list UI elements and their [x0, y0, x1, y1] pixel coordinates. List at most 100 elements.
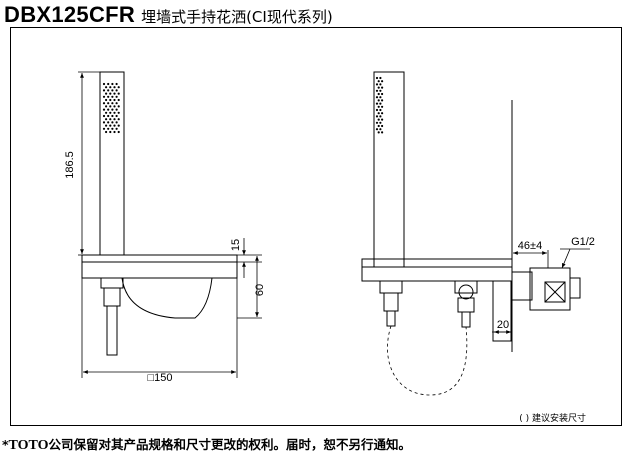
- nozzle-dot: [107, 89, 110, 92]
- nozzle-dot: [111, 95, 114, 98]
- nozzle-dot: [102, 108, 106, 111]
- nozzle-dot: [113, 124, 116, 127]
- nozzle-dot: [109, 86, 112, 89]
- nozzle-dot: [381, 80, 384, 83]
- nozzle-dot: [102, 114, 106, 118]
- nozzle-dot: [115, 95, 118, 98]
- hose-pipe-front: [106, 305, 118, 356]
- nozzle-dot: [113, 111, 116, 114]
- nozzle-dot: [381, 105, 384, 108]
- nozzle-dot: [117, 111, 120, 114]
- side-view: [361, 71, 581, 352]
- nozzle-dot: [115, 108, 118, 111]
- nozzle-dot: [377, 131, 380, 134]
- nozzle-dot: [105, 118, 108, 121]
- nozzle-dot: [379, 76, 382, 80]
- nozzle-dot: [115, 89, 118, 92]
- nozzle-dot: [377, 80, 380, 83]
- nozzle-dot: [105, 130, 108, 134]
- front-view: [81, 71, 238, 356]
- nozzle-dot: [102, 95, 106, 98]
- nozzle-dot: [111, 114, 114, 118]
- nozzle-dot: [375, 102, 379, 105]
- dim-186-5: 186.5: [64, 151, 76, 179]
- drawing-frame: [10, 27, 622, 426]
- nozzle-dot: [379, 83, 382, 86]
- nozzle-dot: [109, 124, 112, 127]
- nozzle-dot: [381, 118, 384, 121]
- nozzle-dot: [109, 111, 112, 114]
- spray-nozzle-side: [375, 76, 384, 134]
- model-number: DBX125CFR: [4, 2, 136, 27]
- nozzle-dot: [375, 96, 379, 99]
- nozzle-dot: [107, 121, 110, 124]
- wall-bracket-front: [81, 254, 238, 279]
- nozzle-dot: [379, 89, 382, 92]
- nozzle-dot: [115, 102, 118, 105]
- product-name: 埋墙式手持花洒(CI现代系列): [141, 8, 333, 26]
- spray-nozzle-dots: [102, 82, 120, 134]
- nozzle-dot: [111, 89, 114, 92]
- nozzle-dot: [377, 124, 380, 128]
- nozzle-dot: [117, 124, 120, 127]
- nozzle-dot: [375, 121, 379, 124]
- nozzle-dot: [113, 98, 116, 102]
- brand-name: TOTO: [8, 438, 49, 453]
- nozzle-dot: [117, 130, 120, 134]
- nozzle-dot: [375, 115, 379, 118]
- nozzle-dot: [102, 89, 106, 92]
- hose-dashed: [387, 325, 468, 396]
- nozzle-dot: [377, 118, 380, 121]
- nozzle-dot: [111, 127, 114, 130]
- nozzle-dot: [377, 112, 380, 115]
- nozzle-dot: [109, 118, 112, 121]
- nozzle-dot: [375, 89, 379, 92]
- nozzle-dot: [117, 98, 120, 102]
- nozzle-dot: [102, 127, 106, 130]
- nozzle-dot: [113, 92, 116, 95]
- nozzle-dot: [375, 76, 379, 80]
- nozzle-dot: [375, 83, 379, 86]
- nozzle-dot: [113, 130, 116, 134]
- nozzle-dot: [113, 86, 116, 89]
- nozzle-dot: [375, 108, 379, 112]
- nozzle-dot: [107, 108, 110, 111]
- dim-150: □150: [148, 372, 173, 384]
- nozzle-dot: [105, 92, 108, 95]
- nozzle-dot: [117, 92, 120, 95]
- hose-outlet-nut: [100, 277, 124, 289]
- nozzle-dot: [115, 121, 118, 124]
- nozzle-dot: [381, 86, 384, 89]
- nozzle-dot: [107, 95, 110, 98]
- nozzle-dot: [105, 124, 108, 127]
- nozzle-dot: [377, 105, 380, 108]
- nozzle-dot: [107, 82, 110, 86]
- nozzle-dot: [379, 102, 382, 105]
- nozzle-dot: [111, 102, 114, 105]
- nozzle-dot: [113, 105, 116, 108]
- nozzle-dot: [115, 82, 118, 86]
- nozzle-dot: [102, 121, 106, 124]
- nozzle-dot: [381, 131, 384, 134]
- nozzle-dot: [375, 128, 379, 131]
- nozzle-dot: [109, 98, 112, 102]
- nozzle-dot: [377, 92, 380, 96]
- dim-46: 46±4: [518, 240, 542, 252]
- nozzle-dot: [377, 99, 380, 102]
- footer-star: *: [2, 437, 9, 452]
- connector-body: [121, 277, 213, 319]
- nozzle-dot: [379, 108, 382, 112]
- nozzle-dot: [115, 114, 118, 118]
- nozzle-dot: [109, 130, 112, 134]
- nozzle-dot: [379, 115, 382, 118]
- nozzle-dot: [105, 98, 108, 102]
- nozzle-dot: [105, 86, 108, 89]
- install-note: ( ) 建议安装尺寸: [519, 414, 586, 424]
- dim-15: 15: [230, 239, 242, 251]
- nozzle-dot: [377, 86, 380, 89]
- side-dimensions: [492, 248, 590, 334]
- nozzle-dot: [117, 105, 120, 108]
- nozzle-dot: [113, 118, 116, 121]
- nozzle-dot: [381, 99, 384, 102]
- nozzle-dot: [107, 127, 110, 130]
